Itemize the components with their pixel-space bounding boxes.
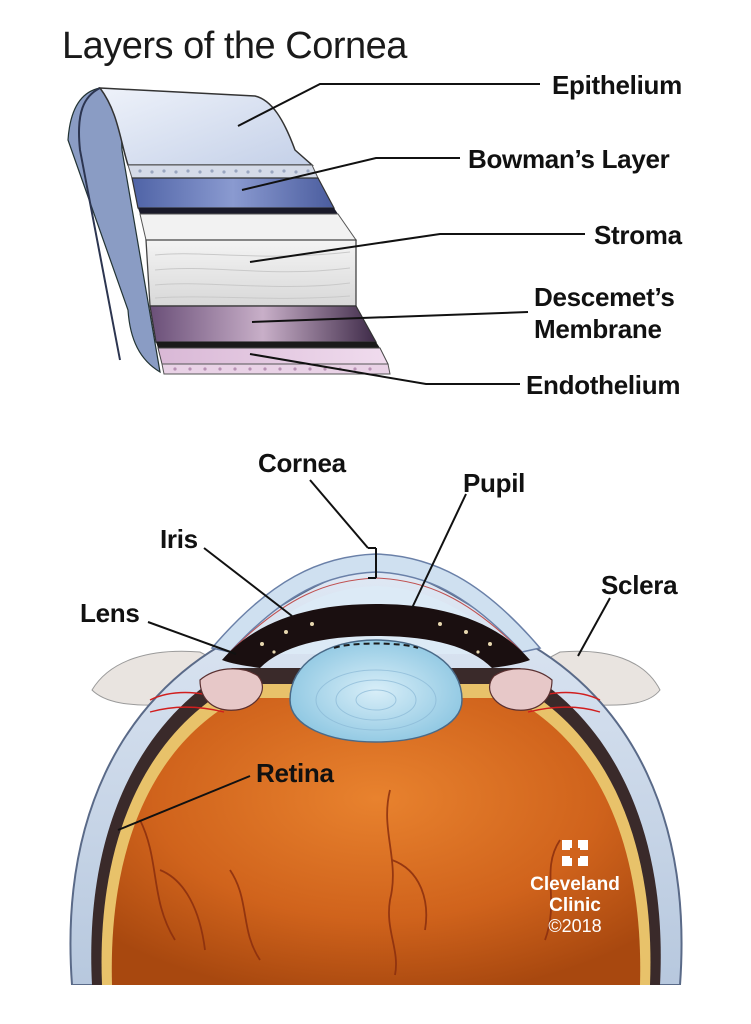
endothelium-layer (157, 347, 389, 365)
label-iris: Iris (160, 524, 198, 554)
label-stroma: Stroma (594, 220, 683, 250)
label-sclera: Sclera (601, 570, 678, 600)
label-epithelium: Epithelium (552, 70, 682, 100)
cleveland-clinic-logo: Cleveland Clinic ©2018 (530, 840, 620, 936)
label-descemets-line2: Membrane (534, 314, 662, 344)
iris (222, 604, 530, 668)
copyright-text: ©2018 (548, 916, 601, 936)
stroma-layer (145, 239, 357, 307)
eye-leader-lines (117, 479, 611, 831)
lens (289, 639, 463, 743)
label-bowmans-layer: Bowman’s Layer (468, 144, 670, 174)
descemets-membrane (149, 305, 378, 343)
logo-line1: Cleveland (530, 874, 620, 895)
label-lens: Lens (80, 598, 139, 628)
eye-cross-section (69, 547, 683, 985)
label-cornea: Cornea (258, 448, 347, 478)
label-pupil: Pupil (463, 468, 525, 498)
diagram-title: Layers of the Cornea (62, 25, 408, 67)
label-retina: Retina (256, 758, 335, 788)
label-descemets-line1: Descemet’s (534, 282, 675, 312)
layer-leader-lines (237, 83, 585, 385)
bowmans-layer (131, 177, 335, 209)
cornea-layers-illustration (67, 87, 391, 375)
logo-line2: Clinic (549, 895, 601, 916)
label-endothelium: Endothelium (526, 370, 680, 400)
cornea-dome (210, 553, 542, 653)
epithelium-layer (98, 87, 314, 166)
cross-logo-icon (562, 840, 588, 866)
